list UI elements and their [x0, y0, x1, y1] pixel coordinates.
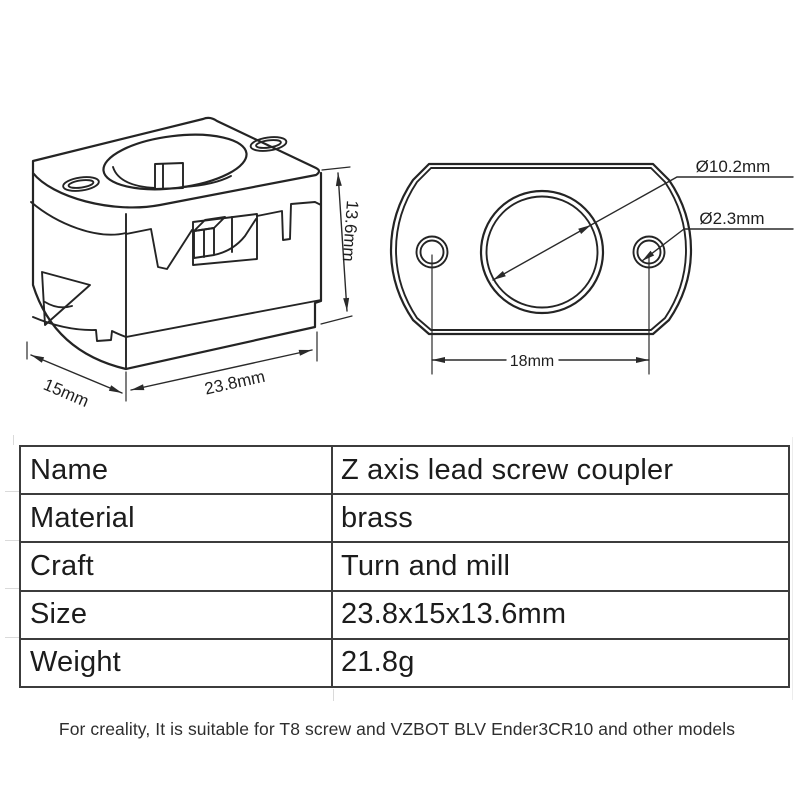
iso-body-outline — [31, 171, 323, 371]
spec-label-material: Material — [21, 495, 333, 542]
spec-value-weight: 21.8g — [341, 646, 415, 679]
gridline-artifact — [333, 689, 334, 701]
dim-label-bore: Ø10.2mm — [696, 157, 771, 176]
front-outline-outer — [389, 162, 693, 336]
iso-screw-hole-right — [249, 136, 288, 152]
spec-value-size: 23.8x15x13.6mm — [341, 598, 567, 631]
compatibility-note: For creality, It is suitable for T8 scre… — [58, 719, 736, 739]
spec-label-weight: Weight — [21, 639, 333, 687]
front-view — [389, 162, 693, 336]
table-row: Weight 21.8g — [21, 639, 788, 687]
dim-label-screw-hole: Ø2.3mm — [699, 209, 764, 228]
technical-drawing: 13.6mm 23.8mm 15mm Ø10.2mm Ø2.3mm — [26, 116, 794, 411]
spec-value-name: Z axis lead screw coupler — [341, 453, 674, 486]
iso-slot-window — [192, 213, 258, 266]
dim-label-height: 13.6mm — [339, 200, 362, 263]
gridline-artifact — [5, 540, 19, 541]
table-row: Material brass — [21, 495, 788, 544]
table-row: Size 23.8x15x13.6mm — [21, 591, 788, 640]
front-outline-inner — [395, 167, 687, 331]
iso-dimensions: 13.6mm 23.8mm 15mm — [26, 166, 362, 411]
spec-value-material: brass — [341, 501, 413, 534]
dim-label-hole-spacing: 18mm — [510, 353, 554, 370]
gridline-artifact — [13, 435, 14, 445]
gridline-artifact — [5, 637, 19, 638]
isometric-view — [30, 116, 323, 371]
spec-label-name: Name — [21, 447, 333, 494]
spec-value-craft: Turn and mill — [341, 550, 511, 582]
table-row: Name Z axis lead screw coupler — [21, 447, 788, 496]
gridline-artifact — [792, 437, 793, 700]
spec-label-craft: Craft — [21, 543, 333, 590]
gridline-artifact — [5, 491, 19, 492]
table-row: Craft Turn and mill — [21, 543, 788, 592]
gridline-artifact — [5, 588, 19, 589]
front-bore-inner — [485, 195, 599, 309]
spec-label-size: Size — [21, 591, 333, 638]
dim-label-depth: 15mm — [41, 375, 92, 411]
spec-table: Name Z axis lead screw coupler Material … — [19, 445, 790, 688]
front-dimensions: Ø10.2mm Ø2.3mm 18mm — [431, 157, 794, 375]
iso-screw-hole-left — [62, 176, 100, 192]
front-bore-outer — [479, 189, 605, 315]
